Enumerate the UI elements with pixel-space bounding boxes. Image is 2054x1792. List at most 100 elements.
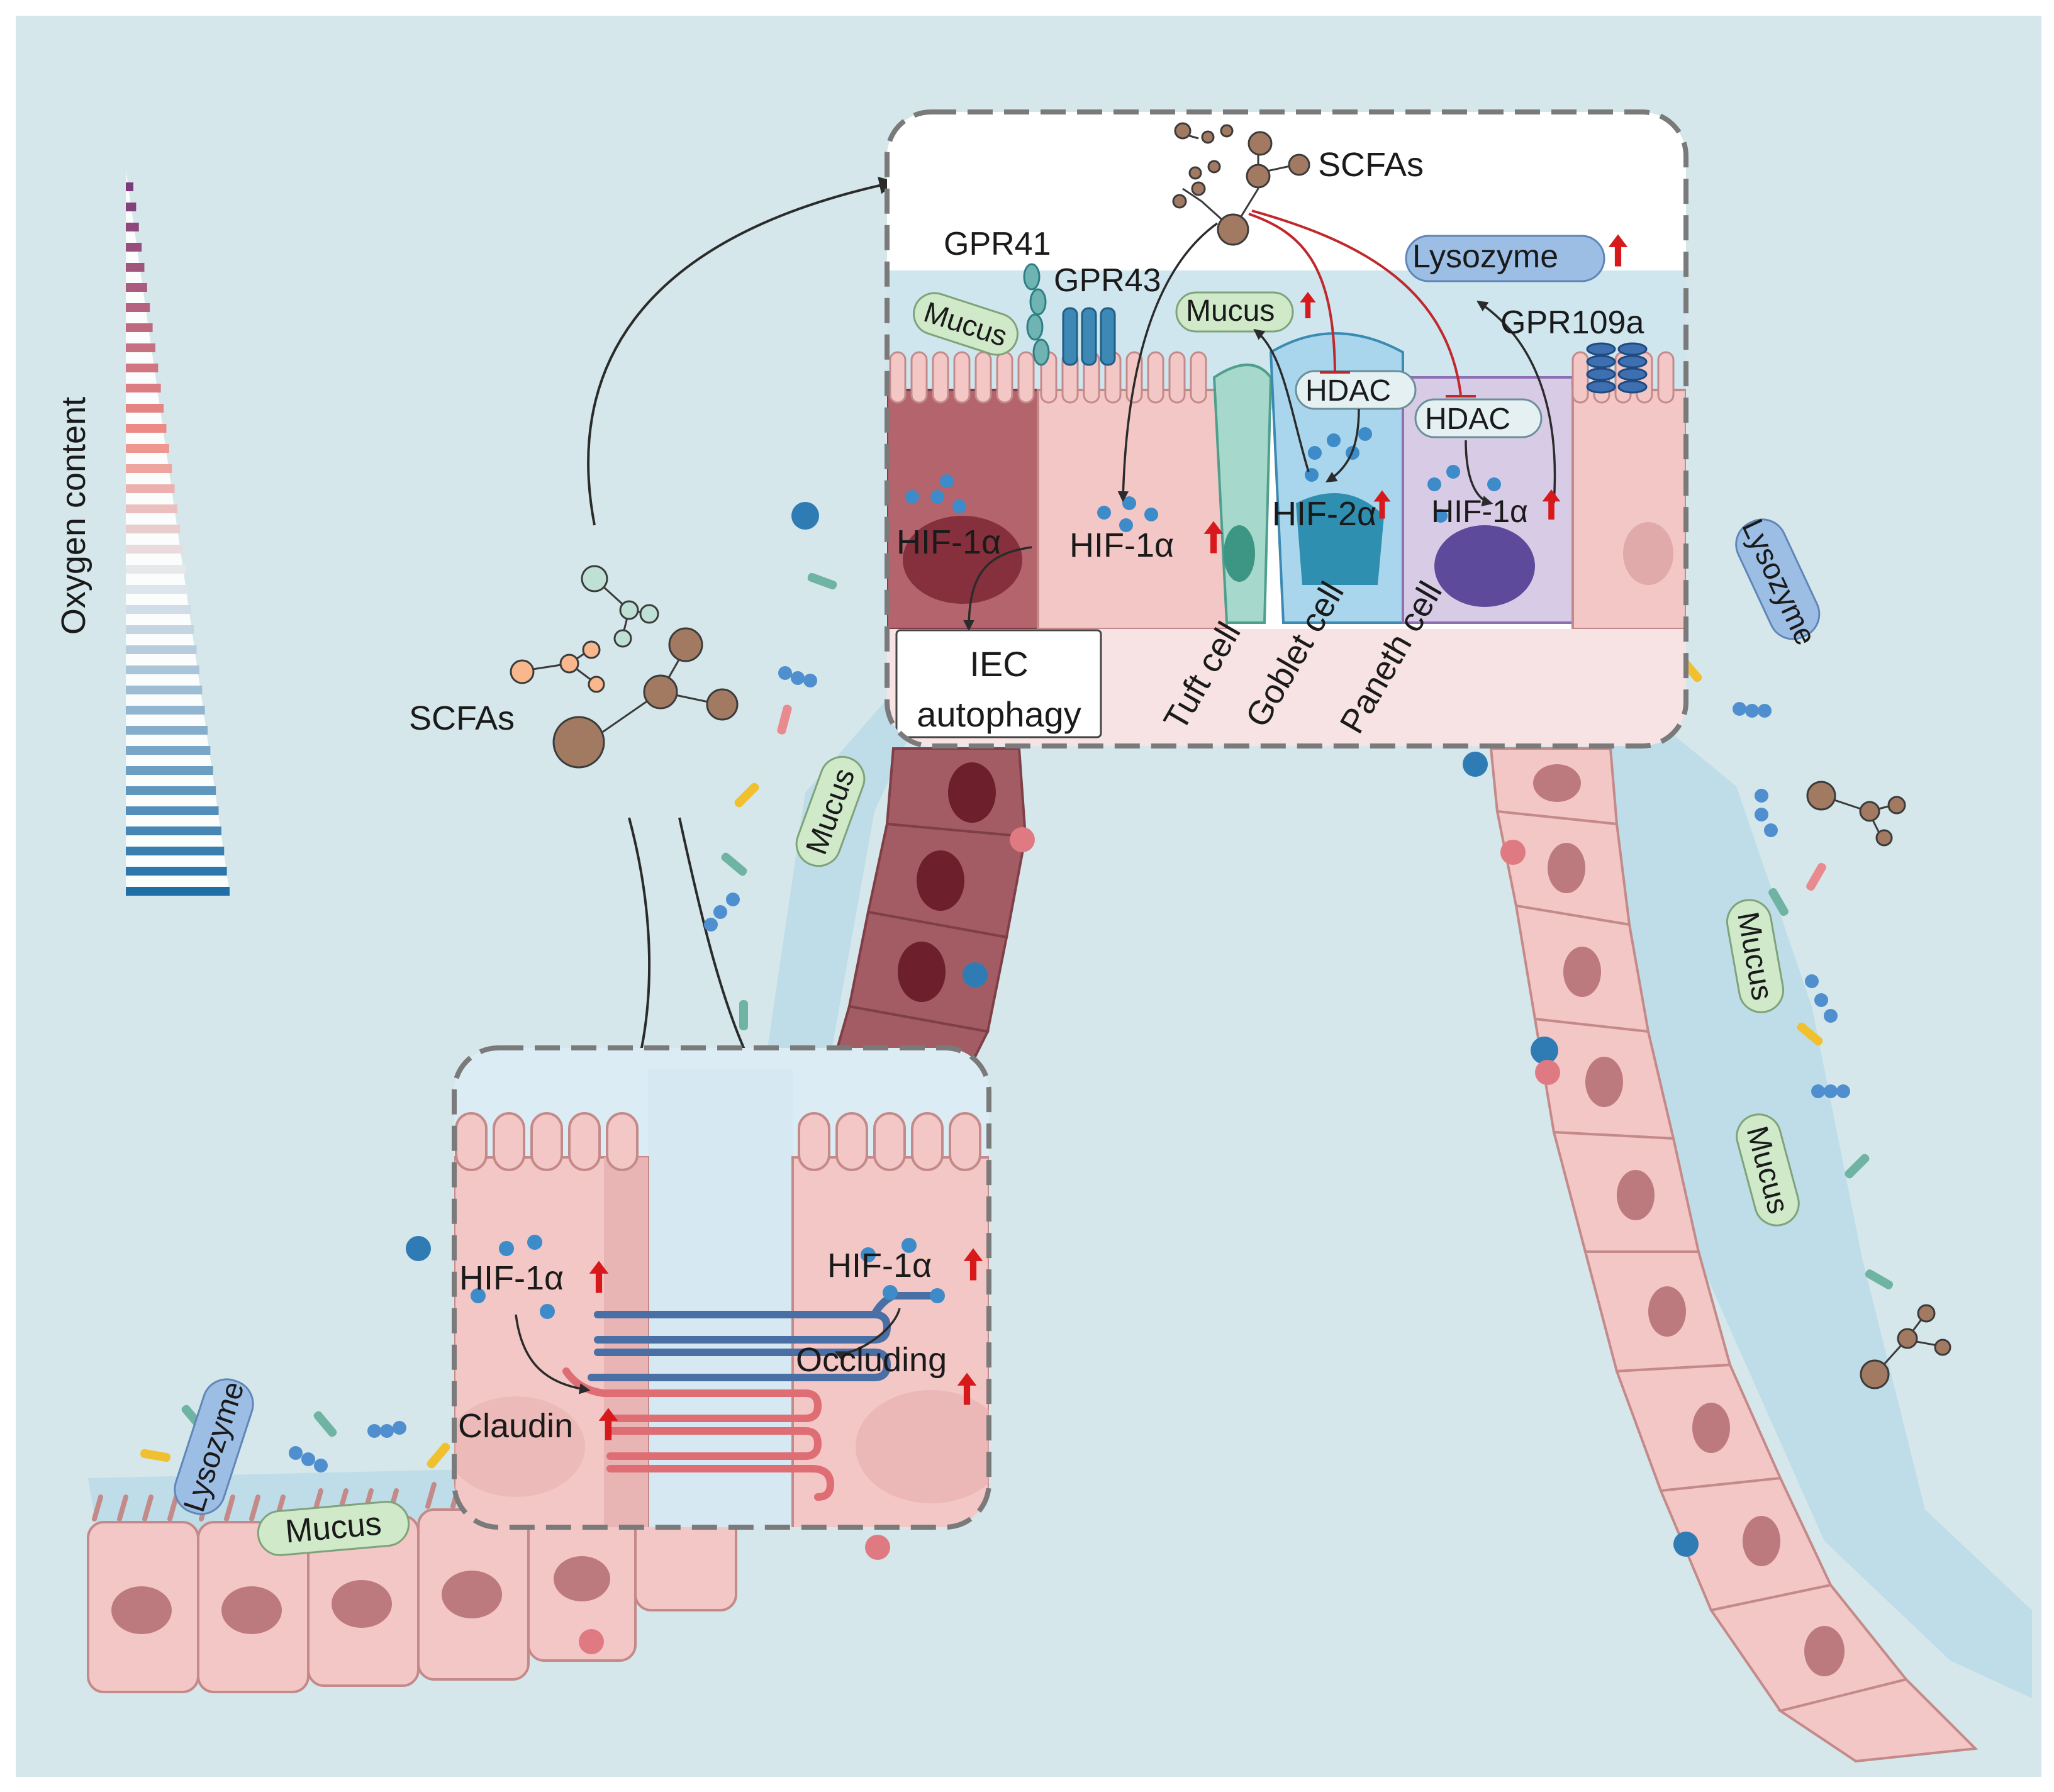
microvillus [953, 351, 971, 404]
gpr41-receptor [1023, 263, 1050, 366]
gpr41-label: GPR41 [944, 226, 1051, 262]
oxygen-molecules [406, 502, 1699, 1654]
oxygen-gradient-bar [126, 182, 133, 191]
scfas-center-label: SCFAs [409, 699, 515, 737]
oxygen-content-label: Oxygen content [55, 397, 92, 635]
mucus-right-1: Mucus [1726, 899, 1785, 1013]
oxygen-gradient-bar [126, 343, 155, 352]
mucus-layer-right [1585, 730, 2032, 1698]
microvillus [889, 351, 907, 404]
microvillus [996, 351, 1013, 404]
top-inset: SCFAs Lysozyme Mucus Mucus HDAC HDAC [885, 109, 1688, 749]
microvilli-bottom-inset [455, 1112, 981, 1171]
oxygen-gradient-bar [126, 585, 189, 594]
oxygen-gradient-bar [126, 444, 169, 453]
oxygen-gradient-bar [126, 665, 199, 674]
nuclei-left-villus [898, 762, 996, 1002]
oxygen-gradient-bar [126, 243, 142, 252]
oxygen-gradient-bars [126, 182, 230, 896]
lysozyme-top-blob [1405, 235, 1605, 282]
oxygen-gradient-bar [126, 565, 186, 574]
oxygen-gradient-bar [126, 726, 208, 735]
microvillus [1190, 351, 1207, 404]
enterocyte-right [1571, 389, 1686, 630]
scfas-top-label: SCFAs [1318, 146, 1424, 184]
oxygen-gradient-bar [126, 806, 219, 815]
microvillus [910, 351, 928, 404]
hdac-1-label: HDAC [1305, 374, 1391, 408]
scfa-cluster-center [510, 565, 739, 769]
hif-top-goblet: HIF-2α [1272, 495, 1376, 533]
scfa-cluster-top [1172, 122, 1310, 246]
oxygen-gradient-bar [126, 645, 197, 654]
gpr109a-receptor [1586, 342, 1648, 394]
scfa-cluster-right-1 [1806, 781, 1906, 847]
oxygen-gradient-bar [126, 504, 177, 513]
autophagy-label: autophagy [917, 694, 1081, 734]
occluding-label: Occluding [796, 1341, 947, 1379]
oxygen-gradient-bar [126, 867, 227, 876]
oxygen-gradient-bar [126, 746, 211, 755]
oxygen-gradient-bar [126, 545, 183, 554]
claudin-label: Claudin [458, 1407, 573, 1445]
oxygen-gradient-bar [126, 424, 167, 433]
oxygen-gradient-bar [126, 323, 153, 332]
hif-bottom-right: HIF-1α [827, 1247, 932, 1284]
gpr109a-label: GPR109a [1500, 304, 1644, 341]
mucus-bottom: Mucus [257, 1501, 410, 1556]
oxygen-gradient-bar [126, 706, 205, 715]
oxygen-gradient-bar [126, 303, 150, 312]
oxygen-gradient: Oxygen content [55, 170, 230, 896]
gpr43-label: GPR43 [1054, 262, 1161, 299]
oxygen-gradient-bar [126, 686, 203, 694]
oxygen-gradient-bar [126, 384, 161, 392]
oxygen-gradient-bar [126, 223, 139, 231]
microvillus [1168, 351, 1186, 404]
hif-bottom-left: HIF-1α [459, 1259, 564, 1297]
oxygen-gradient-bar [126, 525, 181, 533]
gpr43-receptor [1062, 307, 1116, 366]
scfa-cluster-right-2 [1860, 1304, 1951, 1389]
oxygen-gradient-bar [126, 464, 172, 473]
bottom-inset-arrows [515, 1308, 901, 1394]
oxygen-gradient-bar [126, 364, 159, 372]
hdac-1-blob [1295, 370, 1417, 410]
iec-autophagy-box [895, 629, 1102, 738]
top-inset-arrows [963, 222, 1556, 632]
oxygen-gradient-bar [126, 283, 147, 292]
hif-top-cell1: HIF-1α [896, 523, 1001, 561]
hif-top-paneth: HIF-1α [1431, 494, 1528, 529]
enterocyte [1037, 389, 1228, 630]
microvillus [932, 351, 949, 404]
hif-dots [905, 427, 1501, 532]
oxygen-gradient-bar [126, 263, 145, 272]
microvillus [1571, 351, 1589, 404]
mucus-top-goblet-label: Mucus [1186, 294, 1275, 328]
hdac-2-label: HDAC [1425, 403, 1510, 436]
oxygen-gradient-bar [126, 847, 225, 855]
hif-top-cell2: HIF-1α [1069, 526, 1174, 564]
bottom-inset: HIF-1α HIF-1α Claudin Occluding [452, 1045, 991, 1530]
hdac-2-blob [1414, 398, 1543, 438]
oxygen-gradient-bar [126, 766, 213, 775]
oxygen-gradient-bar [126, 404, 164, 413]
mucus-top-goblet-blob [1175, 291, 1294, 333]
mucus-bottom-label: Mucus [284, 1505, 383, 1550]
nuclei-right [1533, 764, 1845, 1676]
lysozyme-top-label: Lysozyme [1412, 238, 1558, 275]
oxygen-gradient-bar [126, 605, 191, 614]
oxygen-gradient-bar [126, 826, 221, 835]
oxygen-gradient-bar [126, 484, 175, 493]
nuclei-bottom [111, 1556, 610, 1634]
microvillus [1017, 351, 1035, 404]
microvillus [1147, 351, 1164, 404]
oxygen-gradient-bar [126, 203, 137, 211]
oxygen-gradient-bar [126, 625, 194, 634]
oxygen-gradient-bar [126, 786, 216, 795]
microvillus [974, 351, 992, 404]
oxygen-gradient-bar [126, 887, 230, 896]
iec-label: IEC [969, 644, 1028, 684]
hdac-inhibition-lines [1248, 209, 1476, 398]
microvillus [1657, 351, 1675, 404]
